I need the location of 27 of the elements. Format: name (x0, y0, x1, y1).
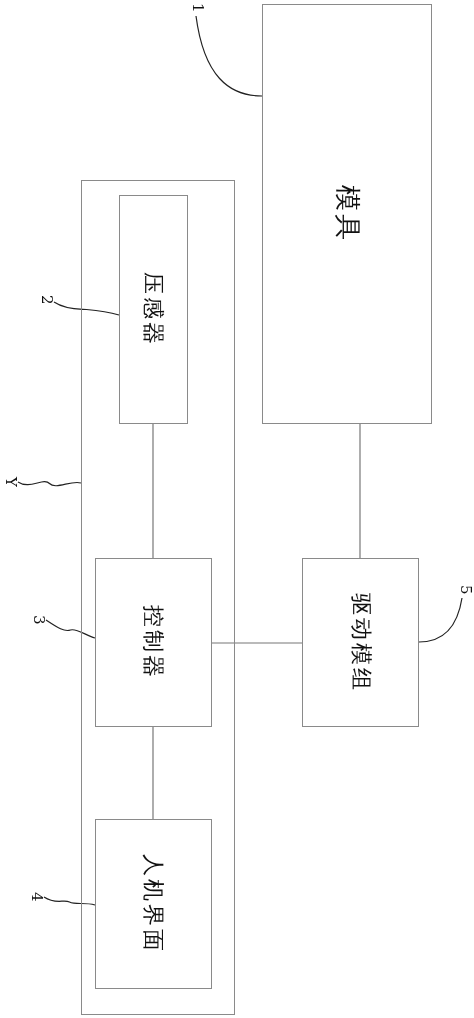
leader-line (45, 619, 96, 639)
leader-line (418, 597, 463, 643)
callout-number: 1 (189, 3, 205, 13)
block-label: 人机界面 (140, 853, 168, 954)
block-box (94, 557, 212, 727)
block-box (94, 818, 212, 989)
connector-line (152, 423, 154, 559)
block-label: 控制器 (140, 604, 168, 680)
leader-line (195, 15, 263, 97)
block-box (302, 558, 419, 727)
leader-line (43, 896, 96, 906)
block-box (262, 4, 432, 424)
block-label: 模具 (331, 185, 364, 243)
callout-number: 5 (457, 585, 473, 595)
callout-number: 3 (30, 615, 46, 625)
callout-number: Y (2, 477, 18, 487)
connector-line (152, 726, 154, 820)
callout-number: 4 (28, 892, 44, 902)
connector-line (359, 423, 361, 559)
enclosure-box (81, 180, 235, 1015)
leader-line (53, 301, 120, 316)
block-box (118, 194, 188, 424)
leader-line (17, 481, 82, 487)
connector-line (211, 642, 303, 644)
callout-number: 2 (38, 295, 54, 305)
block-label: 驱动模组 (347, 592, 375, 693)
block-label: 压感器 (140, 271, 168, 347)
